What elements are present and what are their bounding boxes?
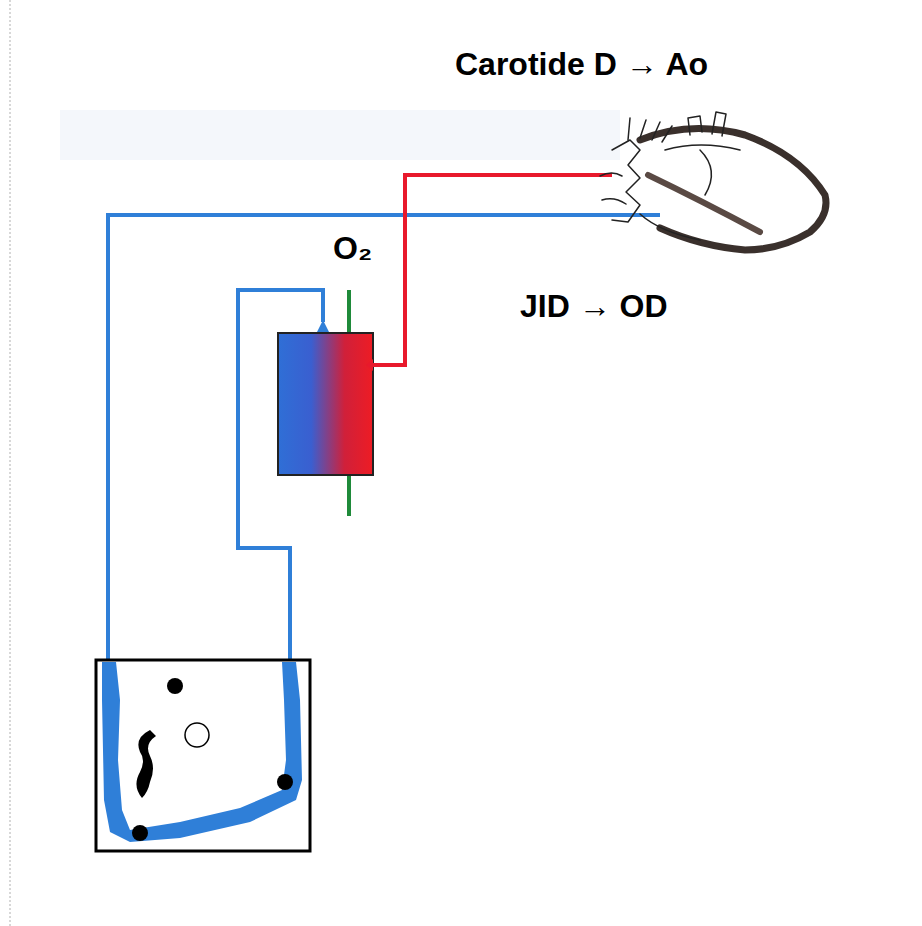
arterial-line [373, 175, 612, 365]
oxygenator [278, 333, 373, 475]
venous-line [108, 215, 660, 662]
cannula-label: JID → OD [520, 288, 668, 325]
frame-edge [10, 0, 11, 926]
cannula-label: Carotide D → Ao [455, 46, 708, 83]
background-band [60, 110, 620, 160]
oxygenator-outlet [366, 359, 373, 371]
gas-label: O₂ [333, 230, 372, 267]
oxygenator-inlet [316, 320, 330, 334]
roller-pump [96, 660, 310, 851]
heart-illustration [600, 112, 826, 250]
